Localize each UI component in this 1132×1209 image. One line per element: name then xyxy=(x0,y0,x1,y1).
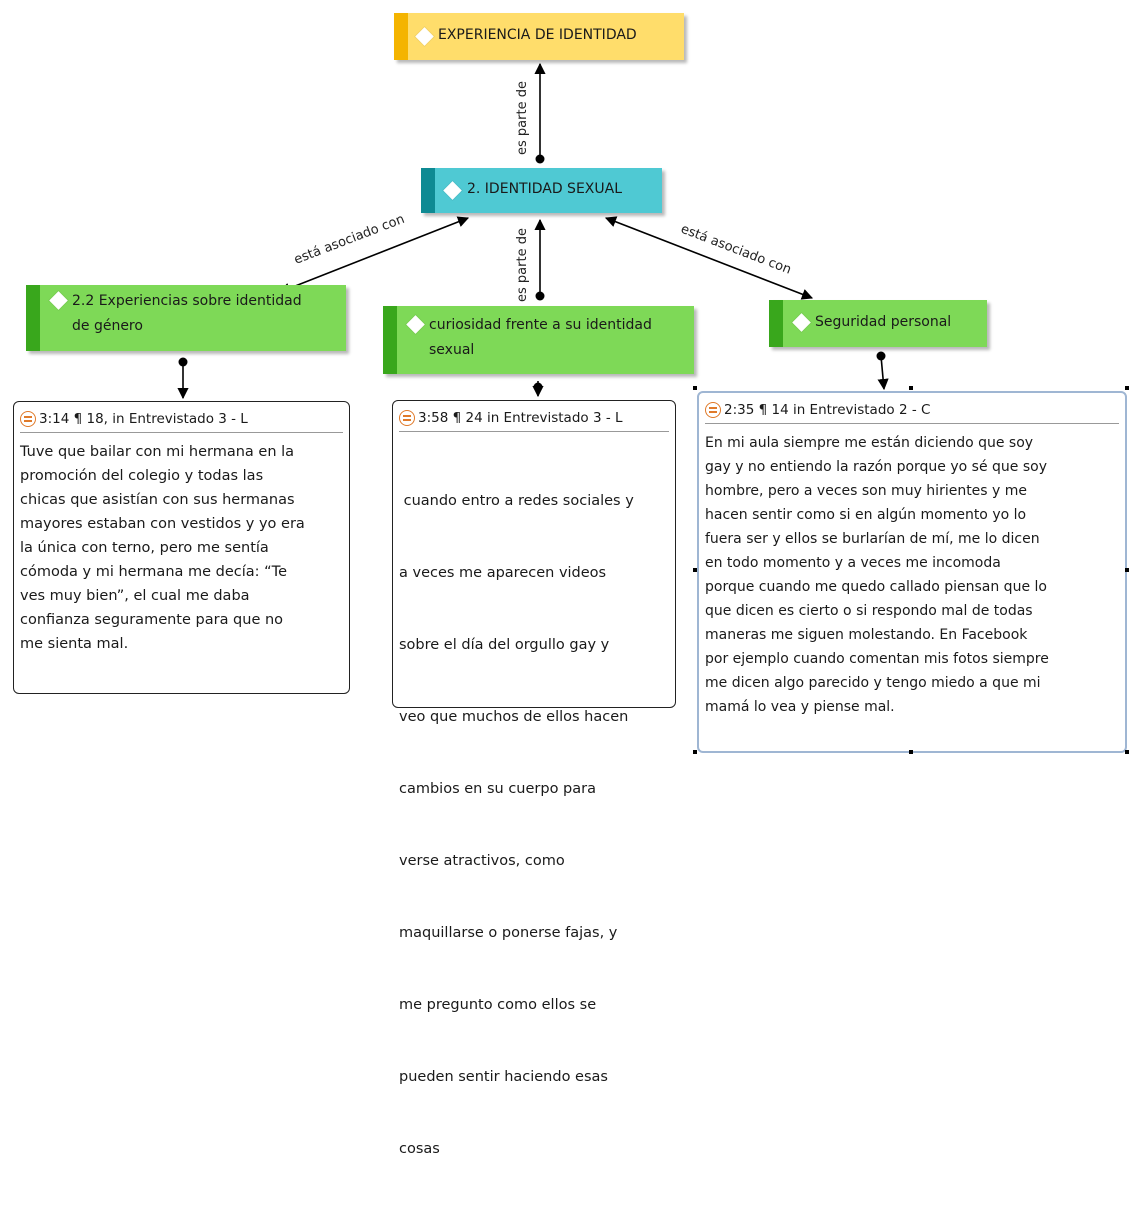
quotation-line: me pregunto como ellos se xyxy=(399,997,597,1013)
quotation-header: 3:58 ¶ 24 in Entrevistado 3 - L xyxy=(399,405,669,432)
quote-icon xyxy=(705,402,721,418)
quotation-line: ves muy bien”, el cual me daba xyxy=(20,588,250,604)
quotation-2-35[interactable]: 2:35 ¶ 14 in Entrevistado 2 - C En mi au… xyxy=(697,391,1127,753)
node-strip xyxy=(383,306,397,374)
quotation-line: mamá lo vea y piense mal. xyxy=(705,699,895,715)
node-seguridad-personal[interactable]: Seguridad personal xyxy=(769,300,987,347)
node-label: EXPERIENCIA DE IDENTIDAD xyxy=(438,27,637,43)
quotation-text: Tuve que bailar con mi hermana en la pro… xyxy=(20,440,343,656)
diamond-icon xyxy=(443,181,462,200)
node-label-line-1: curiosidad frente a su identidad xyxy=(429,317,652,333)
quotation-line: cosas xyxy=(399,1141,440,1157)
quotation-line: a veces me aparecen videos xyxy=(399,565,607,581)
quotation-text: cuando entro a redes sociales y a veces … xyxy=(399,441,669,1209)
node-experiencia-de-identidad[interactable]: EXPERIENCIA DE IDENTIDAD xyxy=(394,13,684,60)
edges-layer: es parte de es parte de está asociado co… xyxy=(177,62,889,400)
quotation-line: maneras me siguen molestando. En Faceboo… xyxy=(705,627,1028,643)
diamond-icon xyxy=(406,315,425,334)
node-label-line-2: sexual xyxy=(429,342,475,358)
quotation-line: maquillarse o ponerse fajas, y xyxy=(399,925,618,941)
edge-dot-mid xyxy=(535,291,545,301)
resize-handle-n[interactable] xyxy=(909,386,913,390)
quotation-header: 2:35 ¶ 14 in Entrevistado 2 - C xyxy=(705,397,1119,424)
quotation-line: hacen sentir como si en algún momento yo… xyxy=(705,507,1027,523)
diamond-icon xyxy=(49,291,68,310)
quotation-line: sobre el día del orgullo gay y xyxy=(399,637,610,653)
resize-handle-w[interactable] xyxy=(693,568,697,572)
node-strip xyxy=(394,13,408,60)
diamond-icon xyxy=(792,313,811,332)
node-label-line-2: de género xyxy=(72,318,143,334)
resize-handle-nw[interactable] xyxy=(693,386,697,390)
resize-handle-e[interactable] xyxy=(1125,568,1129,572)
diamond-icon xyxy=(415,27,434,46)
quotation-line: pueden sentir haciendo esas xyxy=(399,1069,608,1085)
node-strip xyxy=(421,168,435,213)
node-identidad-sexual[interactable]: 2. IDENTIDAD SEXUAL xyxy=(421,168,662,213)
quotation-line: cuando entro a redes sociales y xyxy=(399,493,634,509)
resize-handle-ne[interactable] xyxy=(1125,386,1129,390)
quotation-line: verse atractivos, como xyxy=(399,853,565,869)
node-strip xyxy=(26,285,40,351)
resize-handle-sw[interactable] xyxy=(693,750,697,754)
quote-icon xyxy=(399,410,415,426)
quotation-line: mayores estaban con vestidos y yo era xyxy=(20,516,305,532)
quotation-line: gay y no entiendo la razón porque yo sé … xyxy=(705,459,1047,475)
quotation-line: chicas que asistían con sus hermanas xyxy=(20,492,295,508)
quotation-line: cómoda y mi hermana me decía: “Te xyxy=(20,564,287,580)
edge-label-es-parte-de-1: es parte de xyxy=(515,81,530,155)
quotation-line: Tuve que bailar con mi hermana en la xyxy=(20,444,295,460)
quotation-line: por ejemplo cuando comentan mis fotos si… xyxy=(705,651,1049,667)
network-canvas: es parte de es parte de está asociado co… xyxy=(13,13,1129,1157)
node-curiosidad[interactable]: curiosidad frente a su identidad sexual xyxy=(383,306,694,374)
node-experiencias-identidad-genero[interactable]: 2.2 Experiencias sobre identidad de géne… xyxy=(26,285,346,351)
quotation-line: hombre, pero a veces son muy hirientes y… xyxy=(705,483,1028,499)
link-q3[interactable] xyxy=(877,355,889,391)
quotation-line: la única con terno, pero me sentía xyxy=(20,540,269,556)
node-label: 2. IDENTIDAD SEXUAL xyxy=(467,181,623,197)
edge-label-es-parte-de-2: es parte de xyxy=(515,228,530,302)
quote-icon xyxy=(20,411,36,427)
quotation-line: que dicen es cierto o si respondo mal de… xyxy=(705,603,1033,619)
quotation-3-58[interactable]: 3:58 ¶ 24 in Entrevistado 3 - L cuando e… xyxy=(392,400,676,1157)
edge-label-asociado-left: está asociado con xyxy=(292,212,407,268)
node-label-line-1: 2.2 Experiencias sobre identidad xyxy=(72,293,302,309)
quotation-line: cambios en su cuerpo para xyxy=(399,781,596,797)
quotation-line: fuera ser y ellos se burlarían de mí, me… xyxy=(705,531,1040,547)
edge-dot-top xyxy=(535,154,545,164)
quotation-line: me dicen algo parecido y tengo miedo a q… xyxy=(705,675,1041,691)
resize-handle-s[interactable] xyxy=(909,750,913,754)
quotation-line: en todo momento y a veces me incomoda xyxy=(705,555,1001,571)
quotation-line: promoción del colegio y todas las xyxy=(20,468,264,484)
node-strip xyxy=(769,300,783,347)
quotation-line: me sienta mal. xyxy=(20,636,129,652)
quotation-line: porque cuando me quedo callado piensan q… xyxy=(705,579,1047,595)
edge-asociado-right[interactable] xyxy=(604,216,814,300)
edge-asociado-left[interactable] xyxy=(278,216,470,294)
quotation-title: 3:14 ¶ 18, in Entrevistado 3 - L xyxy=(39,411,248,427)
resize-handle-se[interactable] xyxy=(1125,750,1129,754)
quotation-line: veo que muchos de ellos hacen xyxy=(399,709,629,725)
quotation-title: 2:35 ¶ 14 in Entrevistado 2 - C xyxy=(724,402,931,418)
quotation-line: confianza seguramente para que no xyxy=(20,612,284,628)
quotation-3-14[interactable]: 3:14 ¶ 18, in Entrevistado 3 - L Tuve qu… xyxy=(13,401,350,694)
quotation-title: 3:58 ¶ 24 in Entrevistado 3 - L xyxy=(418,410,623,426)
quotation-line: En mi aula siempre me están diciendo que… xyxy=(705,435,1034,451)
node-label: Seguridad personal xyxy=(815,314,952,330)
quotation-text: En mi aula siempre me están diciendo que… xyxy=(705,431,1119,719)
quotation-header: 3:14 ¶ 18, in Entrevistado 3 - L xyxy=(20,406,343,433)
